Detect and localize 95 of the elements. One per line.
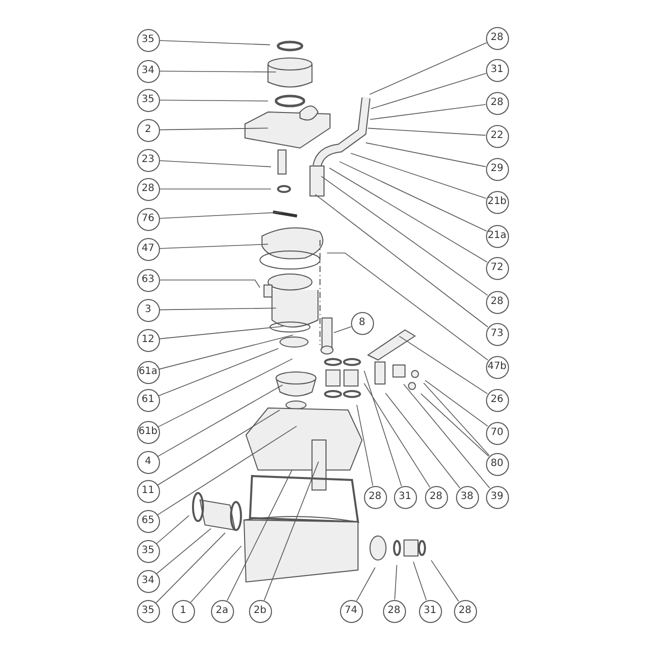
leader-line [159, 188, 272, 190]
callout-number: 35 [136, 600, 160, 622]
callout-number: 47b [486, 356, 508, 378]
leader-line [412, 561, 427, 600]
leader-line [156, 528, 212, 574]
callout-number: 3 [136, 298, 160, 322]
leader-line [368, 128, 486, 136]
callout-number: 28 [454, 600, 476, 622]
callout-number: 47 [136, 238, 160, 260]
leader-line [370, 104, 486, 120]
callout-number: 70 [486, 422, 508, 444]
callout-number: 72 [486, 256, 508, 280]
leader-line [156, 532, 226, 604]
leader-line [159, 160, 272, 168]
callout-number: 28 [424, 486, 448, 508]
leader-line [264, 461, 319, 601]
leader-line [159, 70, 276, 72]
leader-line [159, 100, 268, 102]
callout-number: 29 [486, 158, 508, 180]
callout-number: 31 [394, 486, 416, 508]
leader-line [424, 380, 488, 427]
callout-number: 31 [486, 58, 508, 82]
callout-number: 63 [136, 268, 160, 292]
leader-line [420, 393, 489, 457]
callout-number: 2a [210, 600, 234, 622]
leader-line [394, 564, 398, 600]
leader-line [159, 244, 268, 249]
callout-number: 76 [136, 208, 160, 230]
leader-line [364, 383, 430, 488]
callout-number: 28 [136, 178, 160, 200]
callout-number: 34 [136, 60, 160, 82]
callout-number: 61 [136, 388, 160, 412]
leader-line [159, 212, 284, 219]
callout-number: 80 [486, 452, 508, 476]
callout-number: 28 [382, 600, 406, 622]
callout-number: 35 [136, 88, 160, 112]
leader-line [369, 42, 487, 95]
callout-number: 73 [486, 322, 508, 346]
leader-line [159, 326, 284, 340]
leader-line [329, 168, 488, 262]
callout-number: 2b [248, 600, 272, 622]
leader-line [326, 252, 488, 360]
leader-line [158, 348, 279, 396]
callout-number: 2 [136, 118, 160, 142]
leader-line [364, 370, 402, 486]
leader-line [156, 515, 190, 544]
leader-line [158, 384, 283, 457]
leader-line [190, 546, 242, 603]
callout-number: 23 [136, 148, 160, 172]
leader-line [366, 142, 486, 168]
leader-line [158, 334, 294, 370]
leader-line [356, 404, 374, 486]
callout-number: 28 [486, 26, 508, 50]
leader-line [226, 469, 293, 602]
leader-line [159, 280, 260, 288]
leader-line [339, 161, 487, 232]
callout-number: 28 [364, 486, 386, 508]
leader-line [356, 567, 376, 602]
callout-number: 8 [350, 312, 374, 334]
callout-number: 21b [486, 190, 508, 214]
callout-number: 65 [136, 510, 160, 532]
callout-number: 35 [136, 540, 160, 562]
callout-number: 39 [486, 486, 508, 508]
leader-line [385, 392, 460, 488]
leader-line [320, 176, 488, 296]
callout-number: 12 [136, 328, 160, 352]
callout-number: 38 [456, 486, 478, 508]
leader-line [157, 410, 280, 486]
callout-number: 22 [486, 124, 508, 148]
leader-line [398, 336, 488, 394]
leader-line [423, 382, 490, 456]
leader-line [159, 40, 270, 46]
callout-number: 34 [136, 570, 160, 592]
callout-number: 28 [486, 92, 508, 114]
leader-line [403, 384, 490, 488]
leader-line [159, 308, 276, 310]
callout-number: 61b [136, 420, 160, 444]
callout-number: 21a [486, 224, 508, 248]
leader-line [314, 194, 488, 328]
callout-number: 4 [136, 450, 160, 474]
leader-line [333, 326, 352, 334]
leader-line [370, 73, 486, 110]
callout-number: 61a [136, 360, 160, 384]
callout-number: 35 [136, 28, 160, 52]
callout-number: 28 [486, 290, 508, 314]
callout-number: 11 [136, 480, 160, 502]
callout-number: 31 [418, 600, 442, 622]
callout-number: 74 [340, 600, 362, 622]
leader-line [159, 128, 268, 130]
callout-number: 26 [486, 388, 508, 412]
callout-number: 1 [172, 600, 194, 622]
leader-line [158, 358, 293, 428]
leader-line [430, 560, 459, 602]
leader-line [157, 426, 297, 516]
leader-line [350, 152, 486, 199]
